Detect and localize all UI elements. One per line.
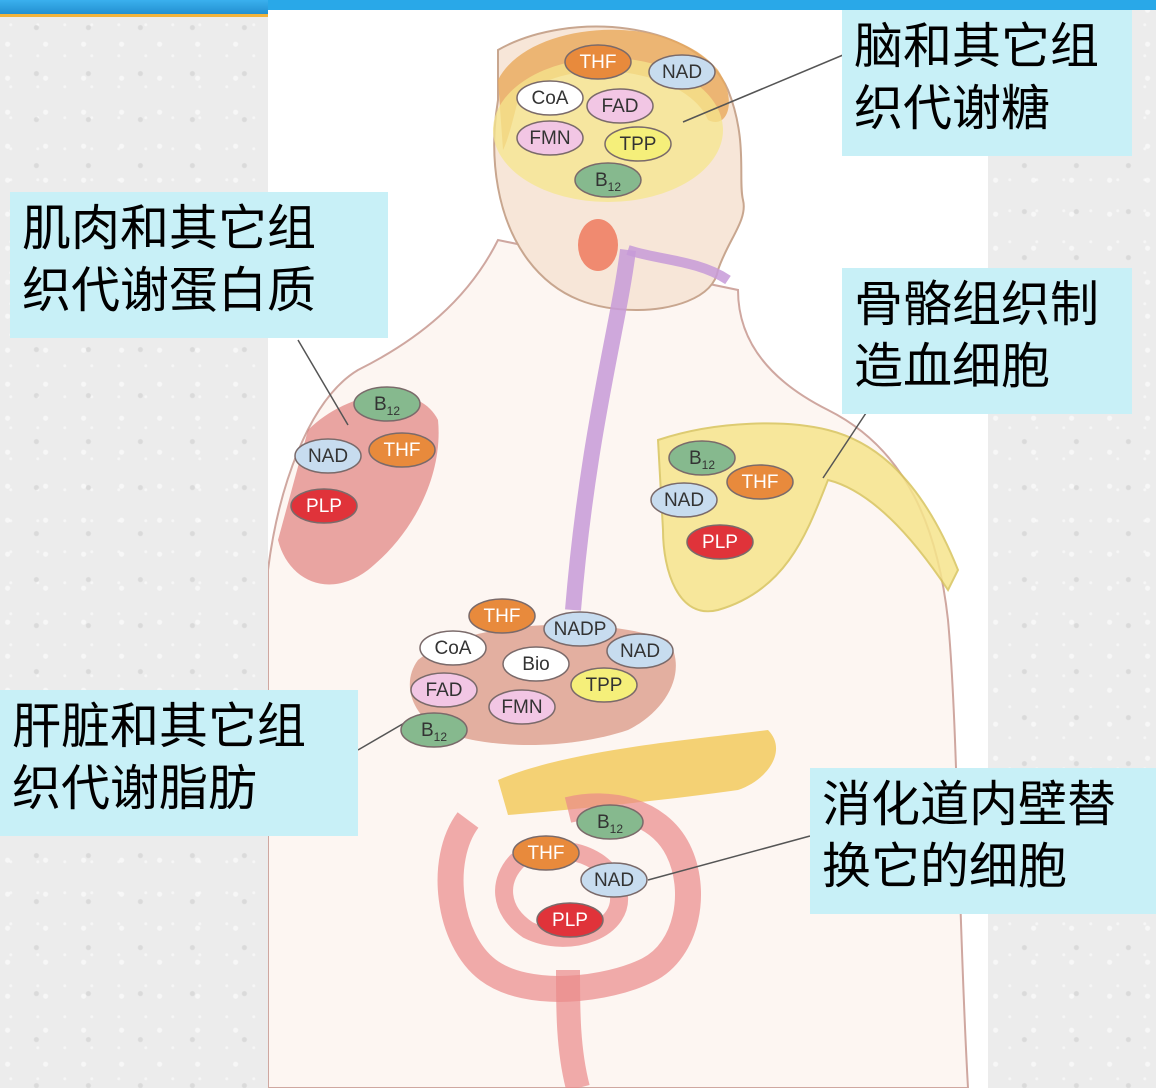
svg-text:FMN: FMN (529, 128, 570, 149)
svg-text:CoA: CoA (435, 638, 472, 659)
liver-coenzyme-b12: B12 (401, 713, 467, 747)
svg-text:THF: THF (580, 52, 617, 73)
muscle-coenzyme-b12: B12 (354, 387, 420, 421)
liver-coenzyme-nadp: NADP (544, 612, 616, 646)
svg-text:PLP: PLP (306, 496, 342, 517)
bone-coenzyme-thf: THF (727, 465, 793, 499)
liver-label-line2: 织代谢脂肪 (12, 758, 346, 820)
svg-text:THF: THF (484, 606, 521, 627)
bone-coenzyme-nad: NAD (651, 483, 717, 517)
svg-text:FAD: FAD (426, 680, 463, 701)
bone-label: 骨骼组织制 造血细胞 (842, 268, 1132, 414)
muscle-coenzyme-thf: THF (369, 433, 435, 467)
svg-text:TPP: TPP (586, 675, 623, 696)
svg-text:PLP: PLP (552, 910, 588, 931)
bone-coenzyme-plp: PLP (687, 525, 753, 559)
intestine-coenzyme-thf: THF (513, 836, 579, 870)
brain-label-line1: 脑和其它组 (854, 16, 1120, 78)
slide-corner-accent (0, 0, 268, 17)
svg-text:NAD: NAD (594, 870, 634, 891)
brain-coenzyme-nad: NAD (649, 55, 715, 89)
bone-label-line2: 造血细胞 (854, 336, 1120, 398)
brain-coenzyme-fmn: FMN (517, 121, 583, 155)
svg-text:NAD: NAD (308, 446, 348, 467)
svg-text:TPP: TPP (620, 134, 657, 155)
liver-coenzyme-thf: THF (469, 599, 535, 633)
svg-text:THF: THF (742, 472, 779, 493)
brain-coenzyme-thf: THF (565, 45, 631, 79)
brain-label-line2: 织代谢糖 (854, 78, 1120, 140)
digestive-label-line1: 消化道内壁替 (822, 774, 1144, 836)
liver-coenzyme-bio: Bio (503, 647, 569, 681)
brain-label: 脑和其它组 织代谢糖 (842, 10, 1132, 156)
liver-coenzyme-coa: CoA (420, 631, 486, 665)
brain-coenzyme-b12: B12 (575, 163, 641, 197)
liver-coenzyme-fad: FAD (411, 673, 477, 707)
svg-text:NAD: NAD (620, 641, 660, 662)
bone-coenzyme-b12: B12 (669, 441, 735, 475)
svg-text:FMN: FMN (501, 697, 542, 718)
svg-text:NAD: NAD (662, 62, 702, 83)
intestine-coenzyme-plp: PLP (537, 903, 603, 937)
liver-coenzyme-nad: NAD (607, 634, 673, 668)
brain-coenzyme-tpp: TPP (605, 127, 671, 161)
intestine-coenzyme-b12: B12 (577, 805, 643, 839)
digestive-label-line2: 换它的细胞 (822, 836, 1144, 898)
svg-text:NAD: NAD (664, 490, 704, 511)
svg-text:PLP: PLP (702, 532, 738, 553)
muscle-label-line1: 肌肉和其它组 (22, 198, 376, 260)
liver-coenzyme-fmn: FMN (489, 690, 555, 724)
brain-coenzyme-coa: CoA (517, 81, 583, 115)
digestive-label: 消化道内壁替 换它的细胞 (810, 768, 1156, 914)
liver-coenzyme-tpp: TPP (571, 668, 637, 702)
muscle-label-line2: 织代谢蛋白质 (22, 260, 376, 322)
muscle-label: 肌肉和其它组 织代谢蛋白质 (10, 192, 388, 338)
muscle-coenzyme-nad: NAD (295, 439, 361, 473)
svg-text:Bio: Bio (522, 654, 549, 675)
liver-label: 肝脏和其它组 织代谢脂肪 (0, 690, 358, 836)
muscle-coenzyme-plp: PLP (291, 489, 357, 523)
intestine-coenzyme-nad: NAD (581, 863, 647, 897)
svg-text:FAD: FAD (602, 96, 639, 117)
bone-label-line1: 骨骼组织制 (854, 274, 1120, 336)
svg-text:NADP: NADP (554, 619, 607, 640)
liver-label-line1: 肝脏和其它组 (12, 696, 346, 758)
svg-text:THF: THF (384, 440, 421, 461)
svg-text:CoA: CoA (532, 88, 569, 109)
svg-text:THF: THF (528, 843, 565, 864)
brain-coenzyme-fad: FAD (587, 89, 653, 123)
